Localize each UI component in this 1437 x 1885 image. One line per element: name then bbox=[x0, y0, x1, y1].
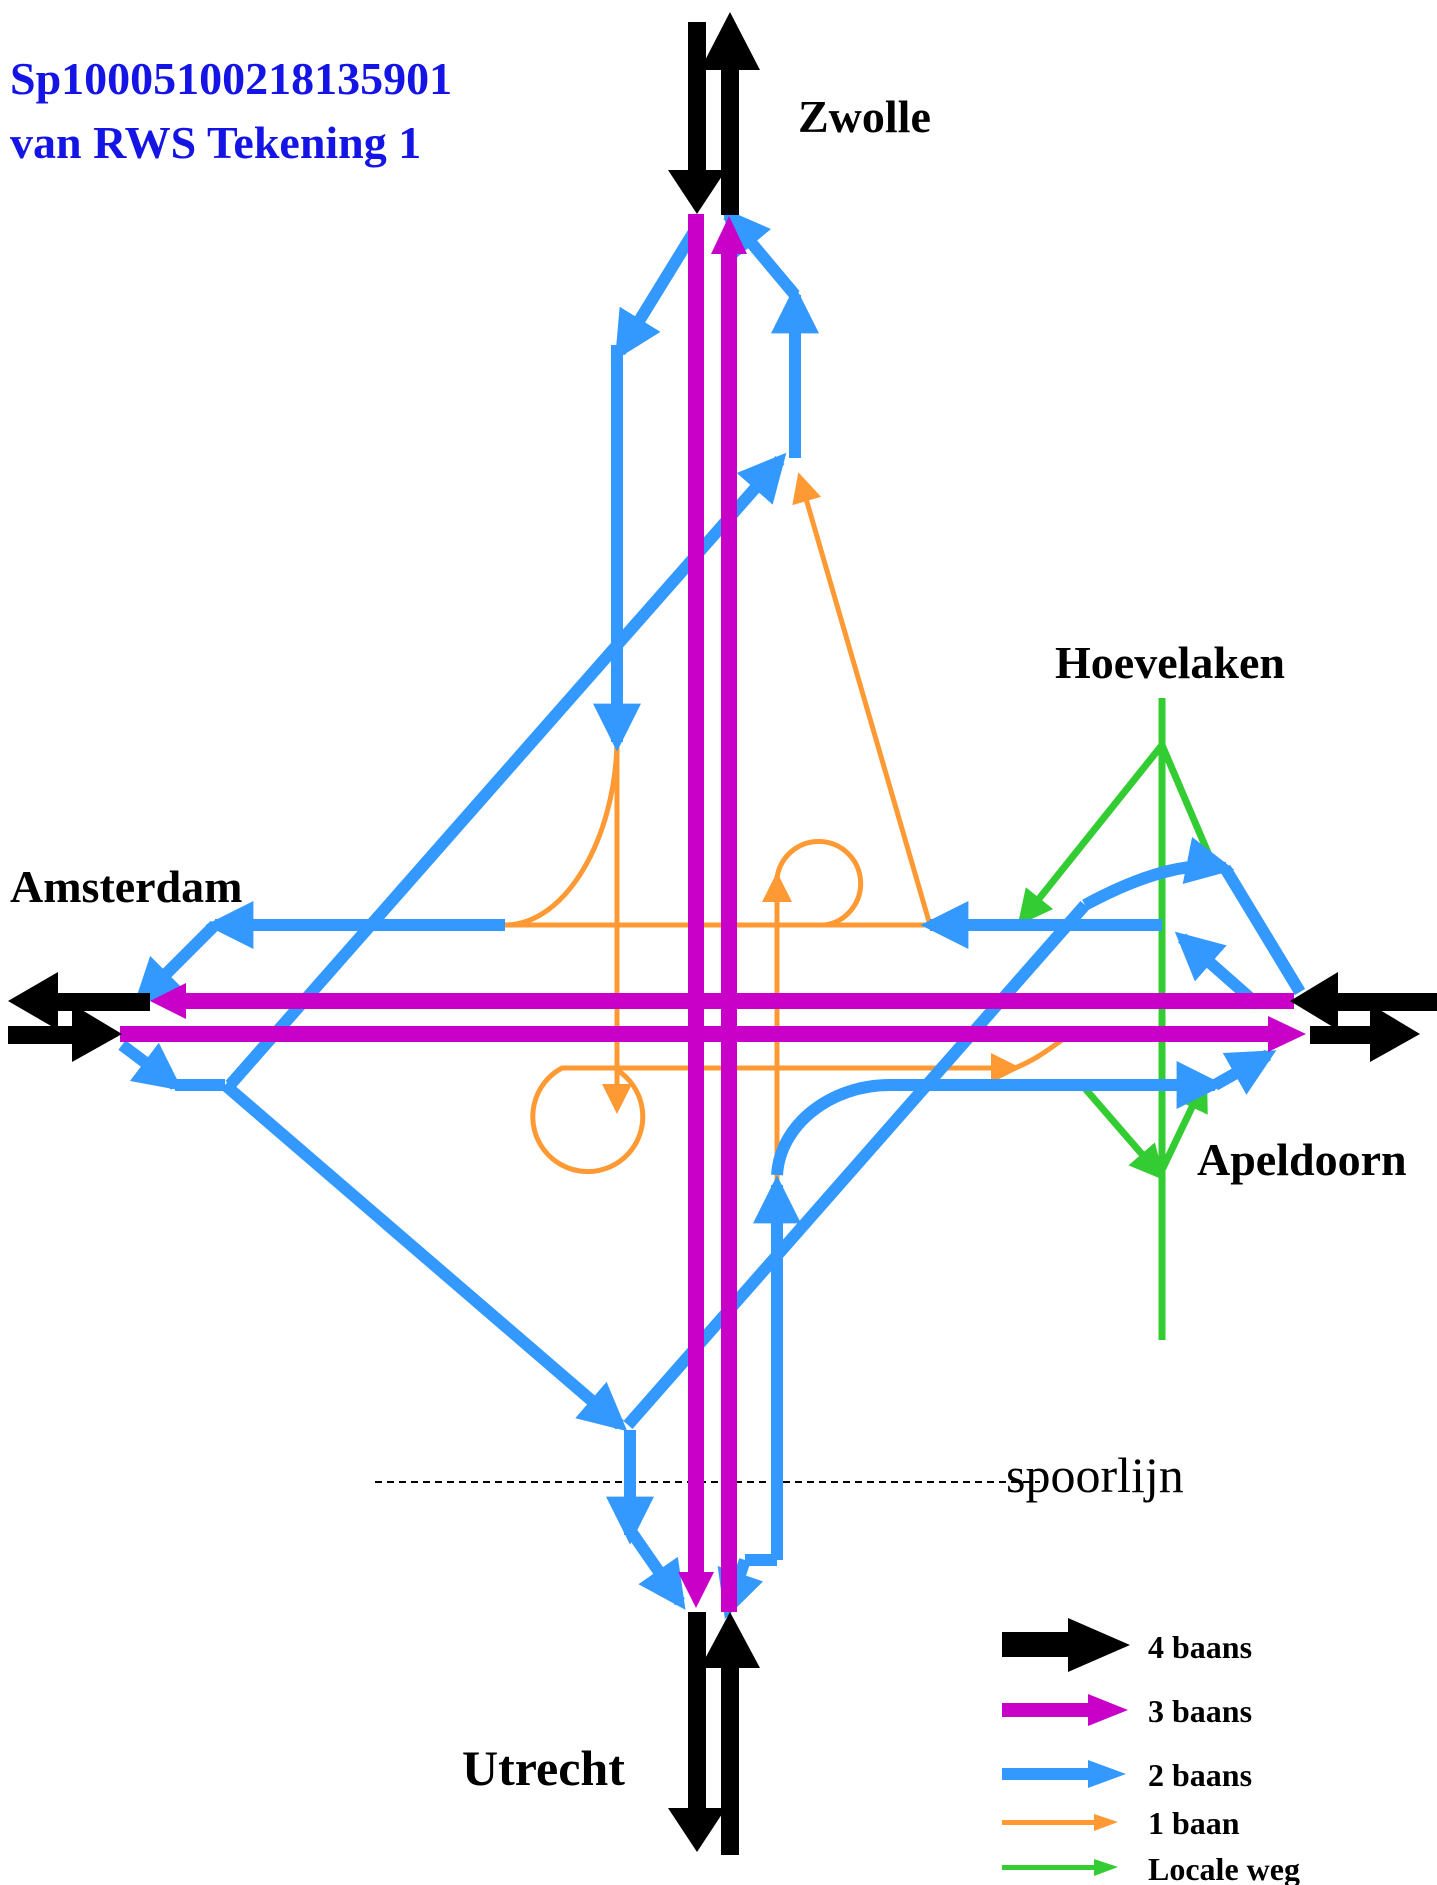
label-apeldoorn: Apeldoorn bbox=[1197, 1134, 1407, 1185]
one-lane-ramps bbox=[504, 472, 1064, 1180]
legend-item: 4 baans bbox=[1002, 1618, 1252, 1672]
title-line-2: van RWS Tekening 1 bbox=[10, 117, 421, 168]
legend-item: 2 baans bbox=[1002, 1757, 1252, 1793]
four-lane-ends bbox=[8, 12, 1437, 1855]
legend-label: 1 baan bbox=[1148, 1805, 1240, 1841]
three-lane-mainroads bbox=[120, 214, 1306, 1612]
arrow-right-icon bbox=[1002, 1703, 1092, 1717]
arrow-right-icon bbox=[1002, 1865, 1097, 1870]
railway-label: spoorlijn bbox=[1006, 1447, 1184, 1503]
local-road bbox=[1017, 698, 1216, 1340]
arrow-right-icon bbox=[1002, 1768, 1092, 1780]
legend: 4 baans 3 baans 2 baans 1 baan Locale we… bbox=[1002, 1618, 1300, 1885]
two-lane-connectors bbox=[118, 207, 1306, 1620]
legend-item: Locale weg bbox=[1002, 1851, 1300, 1885]
label-utrecht: Utrecht bbox=[462, 1740, 625, 1796]
arrow-right-icon bbox=[1002, 1632, 1072, 1657]
title-line-1: Sp10005100218135901 bbox=[10, 53, 452, 104]
arrow-right-icon bbox=[1002, 1820, 1097, 1825]
legend-label: 2 baans bbox=[1148, 1757, 1252, 1793]
legend-label: 4 baans bbox=[1148, 1629, 1252, 1665]
label-hoevelaken: Hoevelaken bbox=[1055, 637, 1285, 688]
label-zwolle: Zwolle bbox=[798, 91, 931, 142]
legend-item: 3 baans bbox=[1002, 1693, 1252, 1729]
legend-label: 3 baans bbox=[1148, 1693, 1252, 1729]
legend-label: Locale weg bbox=[1148, 1851, 1300, 1885]
legend-item: 1 baan bbox=[1002, 1805, 1240, 1841]
label-amsterdam: Amsterdam bbox=[10, 861, 243, 912]
